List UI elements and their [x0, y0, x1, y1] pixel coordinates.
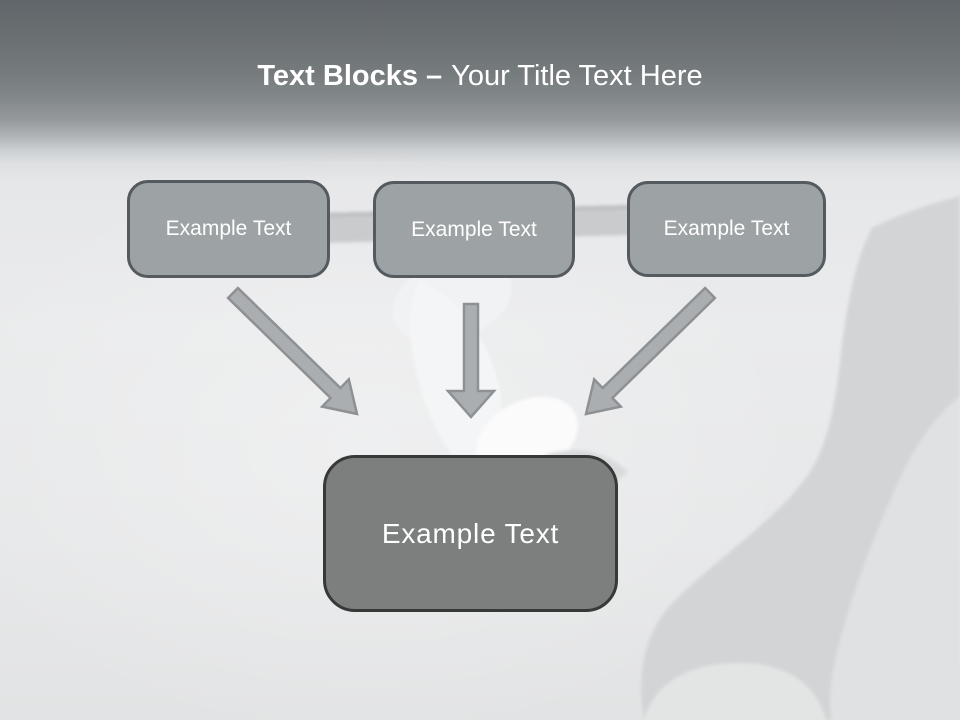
slide-title-bold: Text Blocks – — [257, 60, 443, 92]
slide-title-regular: Your Title Text Here — [451, 60, 703, 92]
text-block-2[interactable]: Example Text — [373, 181, 575, 278]
text-block-3-label: Example Text — [663, 217, 790, 240]
arrow-down-left-icon[interactable] — [584, 286, 717, 416]
text-block-1[interactable]: Example Text — [127, 180, 330, 278]
center-text-block-label: Example Text — [381, 517, 560, 549]
arrow-down-icon[interactable] — [445, 302, 497, 419]
text-block-1-label: Example Text — [165, 217, 292, 240]
slide-title[interactable]: Text Blocks – Your Title Text Here — [0, 53, 960, 99]
center-text-block[interactable]: Example Text — [323, 455, 618, 612]
text-block-2-label: Example Text — [411, 217, 537, 241]
text-block-3[interactable]: Example Text — [627, 181, 826, 277]
arrow-down-right-icon[interactable] — [226, 286, 359, 416]
